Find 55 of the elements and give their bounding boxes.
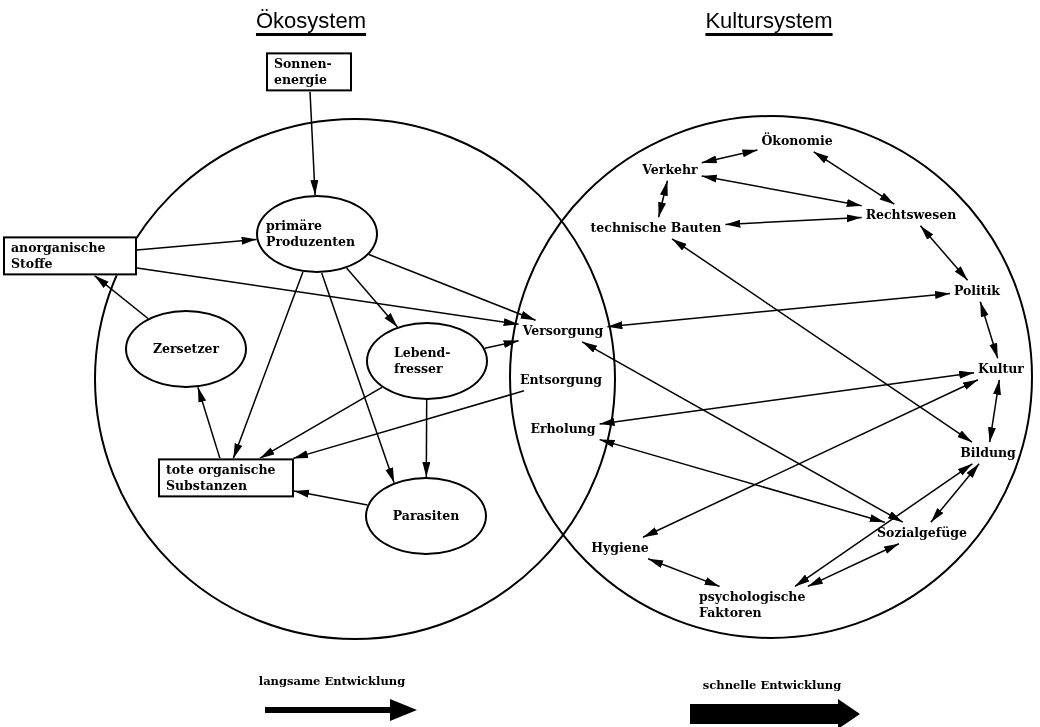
process-ellipse: primäre Produzenten [256,195,378,273]
node-label: Ökonomie [759,132,835,150]
process-box: anorganische Stoffe [3,236,137,276]
arrow [292,390,525,460]
arrow [979,301,999,359]
caption-text: langsame Entwicklung [258,674,406,688]
node-label: Erholung [528,420,598,438]
arrow [320,272,395,484]
circle-title: Ökosystem [256,7,366,35]
node-label: Bildung [958,444,1018,462]
node-label: Kultur [976,360,1026,378]
arrow [422,399,431,478]
arrow [647,558,721,588]
arrow [606,291,951,330]
arrow [232,271,304,460]
arrow [794,463,974,588]
node-label: Politik [951,282,1003,300]
node-label: technische Bauten [588,219,724,237]
arrow [581,341,904,523]
node-label: Verkehr [640,161,700,179]
process-ellipse: Zersetzer [125,310,247,388]
arrow [136,267,520,327]
arrow [598,438,886,523]
arrow [309,90,319,196]
arrow [724,214,863,228]
circle-title: Kultursystem [705,7,833,35]
arrow [671,238,973,443]
process-box: tote organische Substanzen [158,458,294,498]
arrow [197,386,221,460]
node-label: Versorgung [520,322,606,340]
arrow [345,267,399,328]
arrow [136,236,258,251]
node-label: Sozialgefüge [875,524,969,542]
arrow [93,274,149,320]
arrow [700,174,863,207]
arrow [642,379,979,538]
node-label: Rechtswesen [863,206,959,224]
arrow [700,149,759,164]
arrow [988,379,1001,443]
arrow [812,151,896,205]
arrow [258,386,383,460]
process-ellipse: Lebend- fresser [366,322,488,400]
arrow [293,489,369,506]
node-label: Hygiene [589,539,651,557]
arrow [657,180,669,218]
node-label: Entsorgung [518,371,604,389]
caption-text: schnelle Entwicklung [702,678,842,692]
arrow [483,340,520,350]
arrow [368,253,537,321]
arrow [598,370,975,426]
process-ellipse: Parasiten [365,477,487,555]
arrow [919,225,969,281]
arrow [930,463,980,523]
node-label: psychologische Faktoren [697,588,839,622]
arrow [807,543,900,588]
